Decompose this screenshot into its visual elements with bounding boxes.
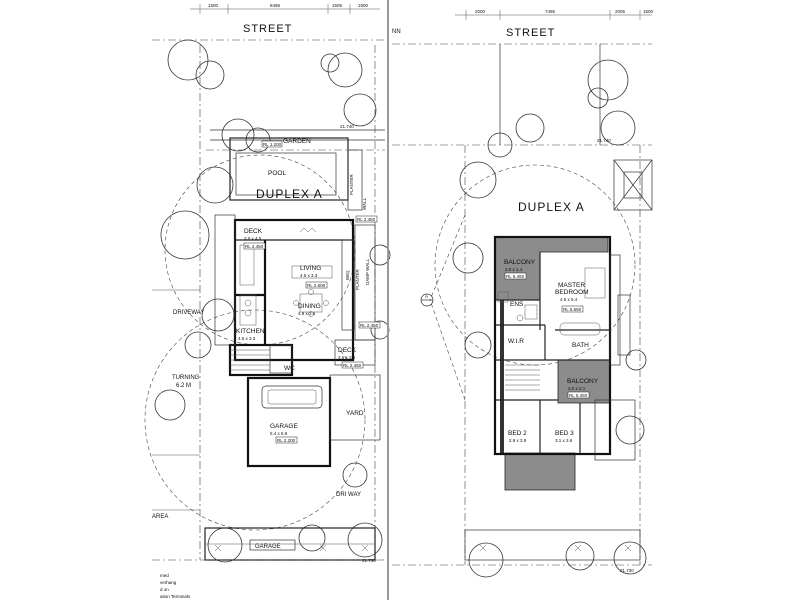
left-dim-3: 1505 <box>332 3 343 8</box>
turning-label: TURNING <box>172 375 200 381</box>
right-fixtures <box>497 267 606 391</box>
kitchen-size: 4.5 x 3.3 <box>238 336 256 341</box>
right-dim-3: 2005 <box>615 9 626 14</box>
vertical-label-damp-wall: DAMP WALL <box>365 258 370 285</box>
pool-label: POOL <box>268 170 286 177</box>
section-marker: A <box>420 293 434 307</box>
rl-tag-planter: RL 2.450 <box>357 217 376 222</box>
wc-label: WC <box>284 365 295 372</box>
legend-line-1: med <box>160 573 169 578</box>
balcony-top-label: BALCONY <box>504 259 536 266</box>
master-label: MASTER <box>558 282 585 289</box>
rl-tag-balcony-top: RL 5.450 <box>506 274 525 279</box>
rl-tag-garage: RL 2.200 <box>277 438 296 443</box>
bath-label: BATH <box>572 342 589 349</box>
rl-tag-pool: RL 1.200 <box>263 142 282 147</box>
left-dim-2: 8495 <box>270 3 281 8</box>
rl-tag-side: RL 2.450 <box>360 323 379 328</box>
left-duplex-label: DUPLEX A <box>256 187 323 201</box>
living-size: 4.5 x 3.3 <box>300 273 318 278</box>
bed2-label: BED 2 <box>508 430 527 437</box>
right-duplex-label: DUPLEX A <box>518 200 585 214</box>
rl-tag-balcony-bottom: RL 5.450 <box>569 393 588 398</box>
car-outline <box>261 385 323 409</box>
garage-bottom-label: GARAGE <box>255 544 281 550</box>
left-dim-1: 1500 <box>208 3 219 8</box>
garage-size: 5.4 x 5.8 <box>270 431 288 436</box>
rl-tag-deck: RL 2.450 <box>245 244 264 249</box>
left-top-dimensions: 1500 8495 1505 1500 <box>190 3 380 14</box>
master-label-2: BEDROOM <box>555 289 589 296</box>
garden-label: GARDEN <box>283 138 311 145</box>
deck-bottom-size: 3.6 x 3.6 <box>338 355 356 360</box>
right-dim-1: 2000 <box>475 9 486 14</box>
area-label: AREA <box>152 514 168 520</box>
dining-label: DINING <box>298 303 321 310</box>
bed3-label: BED 3 <box>555 430 574 437</box>
driveway-label: DRIVEWAY <box>173 310 204 316</box>
deck-top-size: 3.0 x 4.5 <box>244 236 262 241</box>
balcony-bottom-label: BALCONY <box>567 378 599 385</box>
vertical-label-bbq: BBQ <box>345 270 350 280</box>
right-dim-4: 1500 <box>643 9 654 14</box>
right-corner-level-top: 21.740 <box>597 138 611 143</box>
right-edge-label: NN <box>392 29 401 35</box>
right-house-walls <box>493 235 636 461</box>
right-top-dimensions: 2000 7495 2005 1500 <box>455 9 654 20</box>
left-corner-level-top: 21.740 <box>340 124 354 129</box>
living-label: LIVING <box>300 265 321 272</box>
bed3-size: 3.1 x 3.6 <box>555 438 573 443</box>
turning-value: 6.2 M <box>176 383 191 389</box>
bed2-size: 2.9 x 3.9 <box>509 438 527 443</box>
dining-size: 4.8 x 2.6 <box>298 311 316 316</box>
balcony-top-size: 3.0 x 1.4 <box>505 267 523 272</box>
master-size: 4.5 x 5.4 <box>560 297 578 302</box>
vertical-label-wall: WALL <box>362 197 367 210</box>
right-dim-2: 7495 <box>545 9 556 14</box>
left-house-walls <box>214 214 381 468</box>
legend-line-3: d on <box>160 587 169 592</box>
driveway-bottom-label: DRI WAY <box>336 492 361 498</box>
left-dim-4: 1500 <box>358 3 369 8</box>
rl-tag-deck-bottom: RL 2.450 <box>343 363 362 368</box>
deck-bottom-label: DECK <box>338 347 357 354</box>
section-marker-label: A <box>425 294 428 299</box>
legend-line-2: verhang <box>160 580 177 585</box>
left-street-label: STREET <box>243 23 292 35</box>
yard-label: YARD <box>346 410 364 417</box>
deck-top-label: DECK <box>244 228 263 235</box>
left-corner-level-bottom: 21.730 <box>362 558 376 563</box>
balcony-bottom-size: 3.0 x 2.1 <box>568 386 586 391</box>
garage-label: GARAGE <box>270 423 298 430</box>
right-plan: NN 2000 7495 2005 1500 STREET <box>392 9 654 578</box>
roof-symbol <box>613 159 653 211</box>
wir-label: W.I.R <box>508 338 524 345</box>
ens-label: ENS <box>510 301 524 308</box>
left-plan: 1500 8495 1505 1500 STREET <box>144 3 391 599</box>
legend-line-4: ation Terminals <box>160 594 191 599</box>
rl-tag-master: RL 5.550 <box>563 307 582 312</box>
rl-tag-living: RL 2.600 <box>307 283 326 288</box>
right-corner-level-bottom: 21.730 <box>620 568 634 573</box>
vertical-label-planter-2: PLANTER <box>355 268 360 290</box>
vertical-label-planter: PLANTER <box>349 173 354 195</box>
right-street-label: STREET <box>506 27 555 39</box>
left-furniture <box>230 227 333 409</box>
left-trees <box>144 39 391 563</box>
kitchen-label: KITCHEN <box>236 328 265 335</box>
